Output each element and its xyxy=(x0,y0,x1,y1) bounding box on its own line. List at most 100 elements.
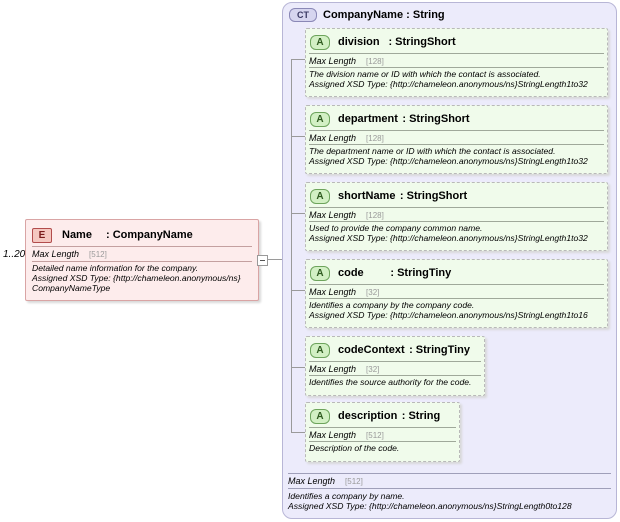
element-badge: E xyxy=(32,227,52,243)
attribute-type: : StringShort xyxy=(402,113,470,125)
attribute-type: : StringTiny xyxy=(390,267,452,279)
divider xyxy=(309,144,604,145)
complex-type-title: CompanyName : String xyxy=(323,9,445,21)
max-length-value: [512] xyxy=(366,431,384,440)
attribute-header: A codeContext : StringTiny xyxy=(310,341,470,359)
element-type: : CompanyName xyxy=(105,229,193,241)
divider xyxy=(288,473,611,474)
desc-line: Assigned XSD Type: {http://chameleon.ano… xyxy=(309,233,588,243)
element-description: Detailed name information for the compan… xyxy=(32,263,241,293)
attribute-max-length: Max Length [128] xyxy=(309,210,384,220)
attribute-badge: A xyxy=(310,342,330,358)
connector xyxy=(267,259,282,260)
attribute-description: The department name or ID with which the… xyxy=(309,146,588,166)
attribute-badge: A xyxy=(310,111,330,127)
divider xyxy=(309,361,481,362)
attribute-header: A description : String xyxy=(310,407,440,425)
desc-line: Assigned XSD Type: {http://chameleon.ano… xyxy=(288,501,572,511)
complex-type-badge: CT xyxy=(289,8,317,22)
desc-line: Detailed name information for the compan… xyxy=(32,263,199,273)
attribute-division[interactable]: A division : StringShort Max Length[128]… xyxy=(305,28,608,97)
element-header: E Name : CompanyName xyxy=(32,226,193,244)
attribute-header: A department : StringShort xyxy=(310,110,470,128)
divider xyxy=(309,130,604,131)
attribute-description: Description of the code. xyxy=(309,443,399,453)
max-length-value: [32] xyxy=(366,288,380,297)
attribute-badge: A xyxy=(310,188,330,204)
divider xyxy=(309,284,604,285)
max-length-label: Max Length xyxy=(309,287,357,297)
divider xyxy=(309,67,604,68)
desc-line: Assigned XSD Type: {http://chameleon.ano… xyxy=(309,156,588,166)
attribute-badge: A xyxy=(310,265,330,281)
element-max-length: Max Length [512] xyxy=(32,249,107,259)
attribute-header: A division : StringShort xyxy=(310,33,456,51)
desc-line: Assigned XSD Type: {http://chameleon.ano… xyxy=(309,79,588,89)
element-box-name[interactable]: E Name : CompanyName Max Length [512] Det… xyxy=(25,219,259,301)
attribute-description: The division name or ID with which the c… xyxy=(309,69,588,89)
max-length-value: [128] xyxy=(366,134,384,143)
tree-branch xyxy=(291,432,305,433)
attribute-header: A shortName : StringShort xyxy=(310,187,467,205)
attribute-description: Used to provide the company common name.… xyxy=(309,223,588,243)
attribute-description-box[interactable]: A description : String Max Length[512] D… xyxy=(305,402,460,462)
max-length-label: Max Length xyxy=(309,210,357,220)
divider xyxy=(309,221,604,222)
divider xyxy=(309,207,604,208)
element-name: Name xyxy=(62,229,92,241)
divider xyxy=(309,298,604,299)
attribute-codecontext[interactable]: A codeContext : StringTiny Max Length [32… xyxy=(305,336,485,396)
complex-type-max-length: Max Length [512] xyxy=(288,476,363,486)
desc-line: Description of the code. xyxy=(309,443,400,453)
max-length-value: [512] xyxy=(89,250,107,259)
desc-line: Identifies a company by name. xyxy=(288,491,405,501)
attribute-name: description xyxy=(338,410,398,422)
tree-branch xyxy=(291,213,305,214)
max-length-label: Max Length xyxy=(309,364,357,374)
max-length-label: Max Length xyxy=(309,56,357,66)
attribute-max-length: Max Length [128] xyxy=(309,133,384,143)
occurrence-label: 1..20 xyxy=(3,249,26,260)
desc-line: Used to provide the company common name. xyxy=(309,223,483,233)
attribute-shortname[interactable]: A shortName : StringShort Max Length [128… xyxy=(305,182,608,251)
desc-line: CompanyNameType xyxy=(32,283,111,293)
attribute-max-length: Max Length[512] xyxy=(309,430,384,440)
max-length-label: Max Length xyxy=(32,249,80,259)
max-length-label: Max Length xyxy=(309,133,357,143)
max-length-value: [128] xyxy=(366,211,384,220)
attribute-header: A code : StringTiny xyxy=(310,264,451,282)
max-length-value: [512] xyxy=(345,477,363,486)
collapse-toggle[interactable] xyxy=(257,255,268,266)
divider xyxy=(32,261,252,262)
attribute-description: Identifies a company by the company code… xyxy=(309,300,588,320)
tree-branch xyxy=(291,367,305,368)
divider xyxy=(309,427,456,428)
max-length-label: Max Length xyxy=(288,476,336,486)
attribute-type: : StringTiny xyxy=(409,344,470,356)
attribute-name: department xyxy=(338,113,398,125)
max-length-value: [32] xyxy=(366,365,380,374)
attribute-name: codeContext xyxy=(338,344,405,356)
divider xyxy=(32,246,252,247)
divider xyxy=(309,441,456,442)
desc-line: The department name or ID with which the… xyxy=(309,146,556,156)
attribute-max-length: Max Length[128] xyxy=(309,56,384,66)
attribute-department[interactable]: A department : StringShort Max Length [12… xyxy=(305,105,608,174)
attribute-type: : StringShort xyxy=(399,190,468,202)
attribute-type: : StringShort xyxy=(388,36,456,48)
tree-branch xyxy=(291,59,305,60)
divider xyxy=(309,375,481,376)
attribute-type: : String xyxy=(401,410,441,422)
attribute-name: code xyxy=(338,267,364,279)
attribute-badge: A xyxy=(310,408,330,424)
desc-line: The division name or ID with which the c… xyxy=(309,69,541,79)
divider xyxy=(309,53,604,54)
attribute-badge: A xyxy=(310,34,330,50)
desc-line: Assigned XSD Type: {http://chameleon.ano… xyxy=(309,310,588,320)
attribute-name: shortName xyxy=(338,190,396,202)
tree-line xyxy=(291,59,292,432)
complex-type-description: Identifies a company by name. Assigned X… xyxy=(288,491,572,511)
tree-branch xyxy=(291,136,305,137)
attribute-max-length: Max Length [32] xyxy=(309,287,379,297)
attribute-code[interactable]: A code : StringTiny Max Length [32] Ident… xyxy=(305,259,608,328)
